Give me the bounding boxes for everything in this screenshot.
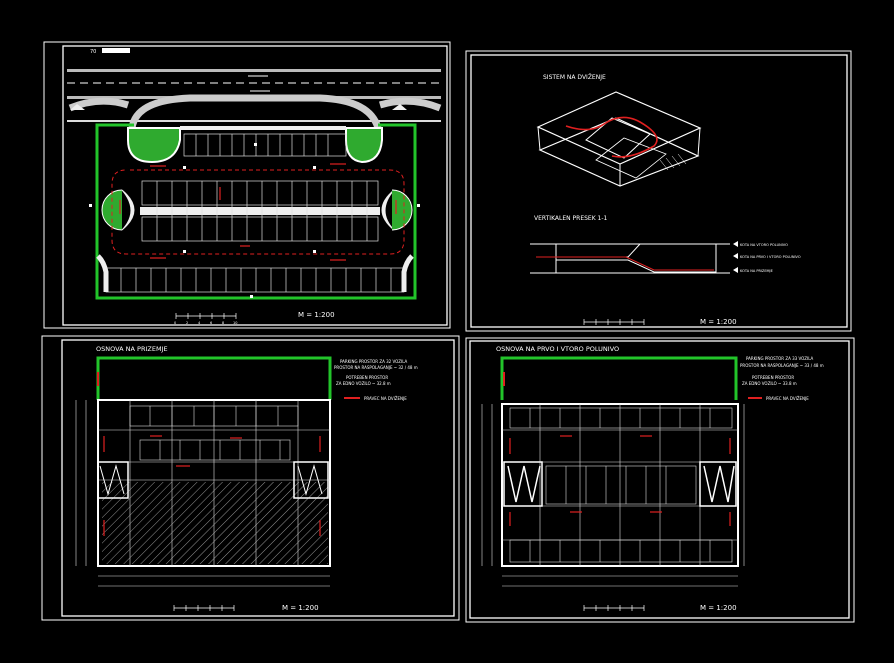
central-island xyxy=(140,207,380,215)
sheet2-scale-label: M = 1:200 xyxy=(700,318,737,326)
sheet-site-plan[interactable]: 70 xyxy=(43,41,451,329)
section-label-ground: KOTA NA PRIZEMJE xyxy=(740,269,773,273)
sheet1-scalebar xyxy=(175,313,237,319)
bottom-curb-left xyxy=(96,254,109,292)
sheet4-inner-frame xyxy=(469,340,850,619)
parking-stalls-top xyxy=(183,133,347,157)
half-flow-arrows xyxy=(509,435,731,526)
sheet4-note1: PARKING PROSTOR ZA 33 VOZILA xyxy=(746,356,814,361)
ground-dimension-ticks xyxy=(75,400,330,587)
sheet4-title: OSNOVA NA PRVO I VTORO POLUNIVO xyxy=(496,345,619,353)
bottom-curb-right xyxy=(401,254,414,292)
sheet3-inner-frame xyxy=(61,339,455,617)
sheet4-green-boundary xyxy=(500,356,738,400)
sheet1-scalebar-10: 10 xyxy=(233,321,237,325)
section-label-upper: KOTA NA VTORO POLUNIVO xyxy=(740,243,788,247)
ground-ramp-left xyxy=(97,461,129,499)
sheet1-scalebar-4: 4 xyxy=(198,321,201,325)
sheet4-note1b: PROSTOR NA RASPOLAGANJE ~ 33 / 48 m xyxy=(740,363,824,368)
section-drawing xyxy=(530,243,730,274)
entrance-bar xyxy=(180,126,346,130)
iso-edge-3 xyxy=(537,126,541,151)
sheet1-inner-frame xyxy=(62,45,448,326)
sheet3-note1: PARKING PROSTOR ZA 32 VOZILA xyxy=(340,359,408,364)
circulation-loop xyxy=(111,169,405,255)
sheet4-note2: POTREBEN PROSTOR xyxy=(752,375,794,380)
sheet4-outer-frame xyxy=(465,337,855,623)
sheet1-outer-frame xyxy=(43,41,451,329)
access-curve-right xyxy=(378,97,442,112)
sheet3-scalebar xyxy=(173,605,235,611)
sheet1-title-box xyxy=(102,48,130,53)
dimension-marks xyxy=(89,143,420,298)
planting-circle-left xyxy=(101,189,123,231)
iso-ramp-lower xyxy=(595,137,667,179)
sheet3-note2b: ZA EDNO VOZILO ~ 32.8 m xyxy=(336,381,391,386)
sheet3-title: OSNOVA NA PRIZEMJE xyxy=(96,345,168,353)
sidewalk-line xyxy=(67,120,441,122)
sheet1-scale-label: M = 1:200 xyxy=(298,311,335,319)
sheet2-inner-frame xyxy=(470,54,848,328)
sheet2-outer-frame xyxy=(465,50,852,332)
sheet-half-levels[interactable]: OSNOVA NA PRVO I VTORO POLUNIVO PARKING … xyxy=(465,337,855,623)
sheet-vertical-system[interactable]: SISTEM NA DVIŽENJE VERTIKALEN PRESEK 1-1… xyxy=(465,50,852,332)
site-boundary xyxy=(95,123,417,300)
parking-stalls-middle xyxy=(141,180,379,242)
flow-arrows xyxy=(119,163,397,261)
sheet1-scalebar-0: 0 xyxy=(174,321,176,325)
sheet3-scale-label: M = 1:200 xyxy=(282,604,319,612)
sheet4-note2b: ZA EDNO VOZILO ~ 33.8 m xyxy=(742,381,797,386)
ground-flow-arrows xyxy=(103,435,321,536)
sheet3-legend: PRAVEC NA DVIŽENJE xyxy=(364,396,407,401)
half-ramp-left xyxy=(503,461,543,507)
sheet2-iso-title: SISTEM NA DVIŽENJE xyxy=(543,73,606,81)
iso-slab-lower xyxy=(538,117,700,187)
parking-stalls-bottom xyxy=(105,267,405,293)
sheet3-outer-frame xyxy=(41,335,460,621)
section-label-middle: KOTA NA PRVO I VTORO POLUNIVO xyxy=(740,255,801,259)
central-island-end-left xyxy=(121,189,135,231)
sheet1-scalebar-2: 2 xyxy=(186,321,188,325)
half-ramp-right xyxy=(699,461,737,507)
half-ramp-zigzag xyxy=(507,465,735,503)
sheet3-note1b: PROSTOR NA RASPOLAGANJE ~ 32 / 48 m xyxy=(334,365,418,370)
planting-island-left xyxy=(127,127,181,164)
access-curve-center xyxy=(128,94,382,130)
section-level-marks xyxy=(733,241,738,273)
island-triangle-right xyxy=(392,104,407,110)
ground-stalls xyxy=(129,405,299,461)
section-flow-line xyxy=(536,256,714,271)
ground-hatched-area xyxy=(102,482,328,564)
road-edge-top xyxy=(67,69,441,72)
iso-hatching xyxy=(659,153,687,171)
island-triangle-left xyxy=(70,104,85,110)
sheet4-scale-label: M = 1:200 xyxy=(700,604,737,612)
iso-edge-2 xyxy=(697,127,701,157)
sheet-ground-floor[interactable]: OSNOVA NA PRIZEMJE PARKING PROSTOR ZA 32… xyxy=(41,335,460,621)
sheet2-section-title: VERTIKALEN PRESEK 1-1 xyxy=(534,215,608,222)
iso-slab-upper xyxy=(536,91,702,165)
half-stalls xyxy=(509,407,733,563)
sheet1-scalebar-8: 8 xyxy=(222,321,224,325)
ground-ramp-right xyxy=(293,461,329,499)
sheet1-scalebar-6: 6 xyxy=(210,321,212,325)
sheet3-note2: POTREBEN PROSTOR xyxy=(346,375,388,380)
sheet4-legend: PRAVEC NA DVIŽENJE xyxy=(766,396,809,401)
ground-ramp-zigzag xyxy=(99,464,323,496)
sheet1-title-number: 70 xyxy=(90,49,96,55)
iso-flow-path xyxy=(565,116,658,158)
half-dimension-ticks xyxy=(481,404,745,587)
sheet4-scalebar xyxy=(583,605,645,611)
planting-circle-right xyxy=(391,189,413,231)
sheet2-scalebar xyxy=(583,319,645,325)
sheet3-green-boundary xyxy=(96,356,332,400)
planting-island-right xyxy=(345,127,383,164)
